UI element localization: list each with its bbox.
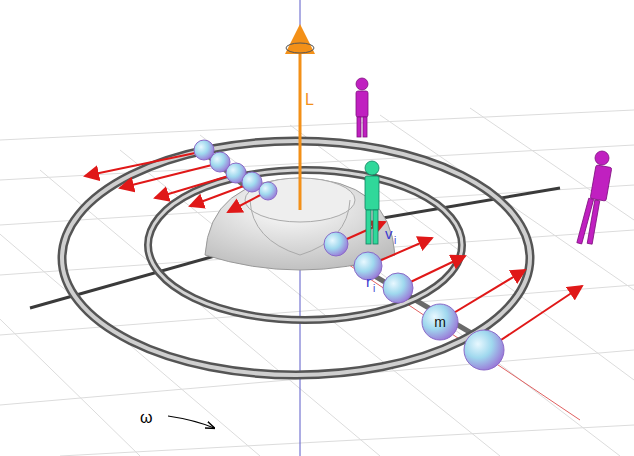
velocity-label: v [385, 226, 393, 241]
mass-sphere: m [427, 309, 453, 335]
angular-velocity-label: ω [140, 410, 153, 426]
mass-label: m [434, 314, 446, 330]
angular-momentum-label: L [305, 92, 314, 108]
subscript: i [373, 284, 375, 294]
subscript: i [394, 236, 396, 246]
radius-label: r [366, 274, 371, 289]
